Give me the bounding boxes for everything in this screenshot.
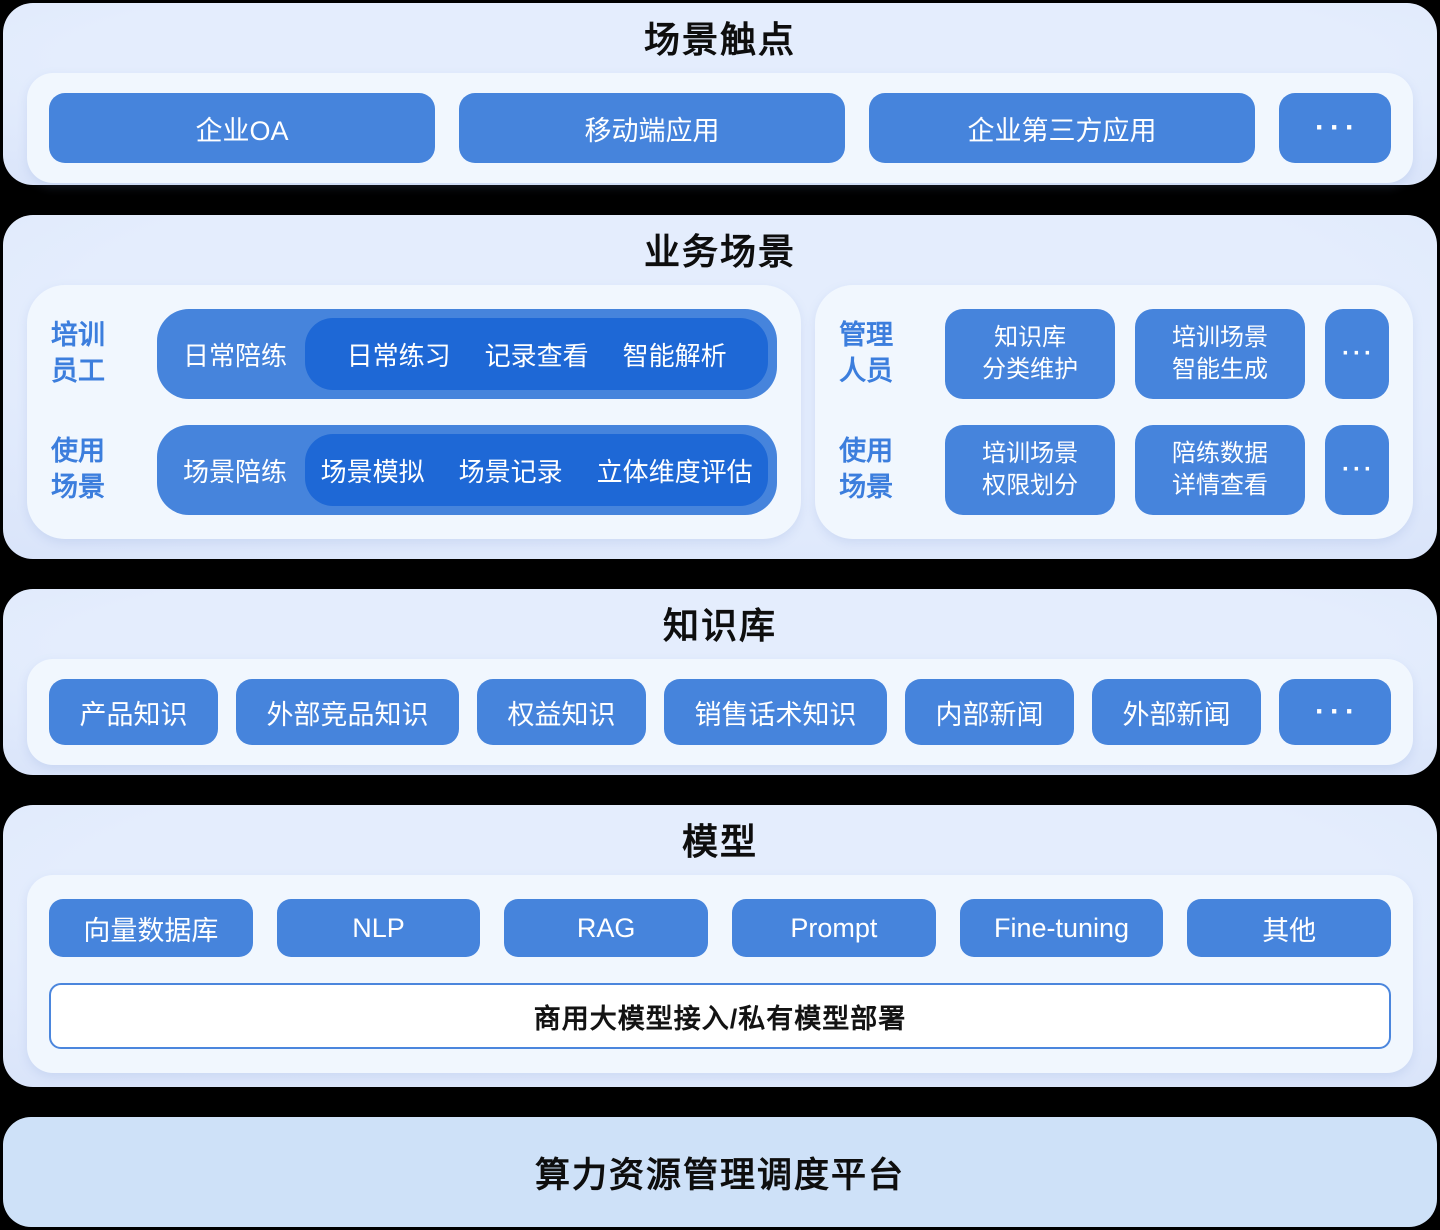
manager-scenarios-panel: 管理 人员 知识库 分类维护 培训场景 智能生成 ··· 使用 — [815, 285, 1413, 539]
model-block-nlp: NLP — [276, 899, 481, 957]
block-line: 分类维护 — [982, 356, 1079, 383]
trainee-scenarios-panel: 培训 员工 日常陪练 日常练习 记录查看 智能解析 使用 — [27, 285, 802, 539]
pill-item: 日常练习 — [346, 340, 451, 371]
touchpoint-block-mobile-app: 移动端应用 — [459, 93, 845, 163]
label-line: 使用 — [51, 436, 105, 467]
model-access-banner: 商用大模型接入/私有模型部署 — [49, 983, 1391, 1049]
model-block-fine-tuning: Fine-tuning — [959, 899, 1164, 957]
model-panel: 向量数据库 NLP RAG Prompt Fine-tuning 其他 商用大模… — [27, 875, 1413, 1073]
block-line: 权限划分 — [982, 472, 1079, 499]
compute-platform-bar: 算力资源管理调度平台 — [3, 1117, 1437, 1227]
trainee-row-daily: 培训 员工 日常陪练 日常练习 记录查看 智能解析 — [51, 309, 778, 399]
touchpoint-block-enterprise-oa: 企业OA — [49, 93, 435, 163]
label-line: 场景 — [839, 472, 894, 502]
knowledge-block-internal-news: 内部新闻 — [905, 679, 1074, 745]
manager-block-data-detail: 陪练数据 详情查看 — [1135, 425, 1305, 515]
manager-label-bottom: 使用 场景 — [839, 434, 925, 505]
pill-caption: 日常陪练 — [183, 340, 288, 371]
label-line: 场景 — [51, 472, 105, 502]
trainee-label-top: 培训 员工 — [51, 318, 137, 389]
model-title: 模型 — [681, 821, 758, 862]
knowledge-block-competitor: 外部竞品知识 — [236, 679, 459, 745]
model-block-prompt: Prompt — [732, 899, 936, 957]
daily-sparring-pill: 日常陪练 日常练习 记录查看 智能解析 — [157, 309, 778, 399]
knowledge-block-benefits: 权益知识 — [477, 679, 646, 745]
trainee-row-scenario: 使用 场景 场景陪练 场景模拟 场景记录 立体维度评估 — [51, 425, 778, 515]
manager-row-bottom: 使用 场景 培训场景 权限划分 陪练数据 详情查看 ··· — [839, 425, 1389, 515]
block-line: 详情查看 — [1172, 472, 1269, 499]
pill-item: 记录查看 — [484, 340, 589, 371]
knowledge-block-sales-script: 销售话术知识 — [664, 679, 887, 745]
pill-item: 智能解析 — [622, 340, 727, 371]
block-line: 培训场景 — [982, 439, 1079, 467]
daily-sparring-items: 日常练习 记录查看 智能解析 — [305, 318, 769, 390]
pill-item: 立体维度评估 — [596, 456, 753, 487]
scenario-sparring-pill: 场景陪练 场景模拟 场景记录 立体维度评估 — [157, 425, 778, 515]
manager-block-scene-generation: 培训场景 智能生成 — [1135, 309, 1305, 399]
label-line: 使用 — [839, 436, 894, 467]
model-block-other: 其他 — [1187, 899, 1392, 957]
manager-label-top: 管理 人员 — [839, 318, 925, 389]
label-line: 人员 — [839, 356, 894, 386]
business-title: 业务场景 — [643, 231, 796, 272]
manager-block-permission: 培训场景 权限划分 — [945, 425, 1116, 515]
label-line: 员工 — [51, 356, 105, 386]
block-line: 陪练数据 — [1172, 439, 1269, 467]
pill-item: 场景模拟 — [320, 456, 425, 487]
layer-model: 模型 向量数据库 NLP RAG Prompt Fine-tuning 其他 商… — [3, 805, 1437, 1111]
label-line: 培训 — [51, 320, 105, 351]
knowledge-title: 知识库 — [662, 605, 777, 646]
touchpoint-block-third-party-app: 企业第三方应用 — [869, 93, 1255, 163]
label-line: 管理 — [839, 320, 894, 351]
manager-block-more-top: ··· — [1325, 309, 1389, 399]
trainee-label-bottom: 使用 场景 — [51, 434, 137, 505]
block-line: 培训场景 — [1172, 323, 1269, 351]
model-block-rag: RAG — [504, 899, 709, 957]
block-line: 智能生成 — [1172, 356, 1269, 383]
layer-knowledge-base: 知识库 产品知识 外部竞品知识 权益知识 销售话术知识 内部新闻 外部新闻 ··… — [3, 589, 1437, 799]
scenario-sparring-items: 场景模拟 场景记录 立体维度评估 — [305, 434, 769, 506]
knowledge-block-product: 产品知识 — [49, 679, 218, 745]
pill-item: 场景记录 — [458, 456, 563, 487]
layer-business-scenarios: 业务场景 培训 员工 日常陪练 日常练习 记录查看 智能解析 — [3, 215, 1437, 583]
knowledge-block-external-news: 外部新闻 — [1092, 679, 1261, 745]
knowledge-block-more: ··· — [1279, 679, 1391, 745]
manager-block-kb-maintenance: 知识库 分类维护 — [945, 309, 1116, 399]
block-line: 知识库 — [994, 323, 1067, 351]
manager-block-more-bottom: ··· — [1325, 425, 1389, 515]
knowledge-panel: 产品知识 外部竞品知识 权益知识 销售话术知识 内部新闻 外部新闻 ··· — [27, 659, 1413, 765]
model-row: 向量数据库 NLP RAG Prompt Fine-tuning 其他 — [49, 899, 1392, 957]
touchpoint-block-more: ··· — [1279, 93, 1391, 163]
manager-row-top: 管理 人员 知识库 分类维护 培训场景 智能生成 ··· — [839, 309, 1389, 399]
pill-caption: 场景陪练 — [183, 456, 288, 487]
touchpoints-panel: 企业OA 移动端应用 企业第三方应用 ··· — [27, 73, 1413, 183]
model-block-vector-db: 向量数据库 — [49, 899, 253, 957]
business-panels: 培训 员工 日常陪练 日常练习 记录查看 智能解析 使用 — [27, 285, 1413, 539]
platform-title: 算力资源管理调度平台 — [534, 1155, 905, 1195]
layer-touchpoints: 场景触点 企业OA 移动端应用 企业第三方应用 ··· — [3, 3, 1437, 209]
touchpoints-title: 场景触点 — [643, 19, 796, 60]
